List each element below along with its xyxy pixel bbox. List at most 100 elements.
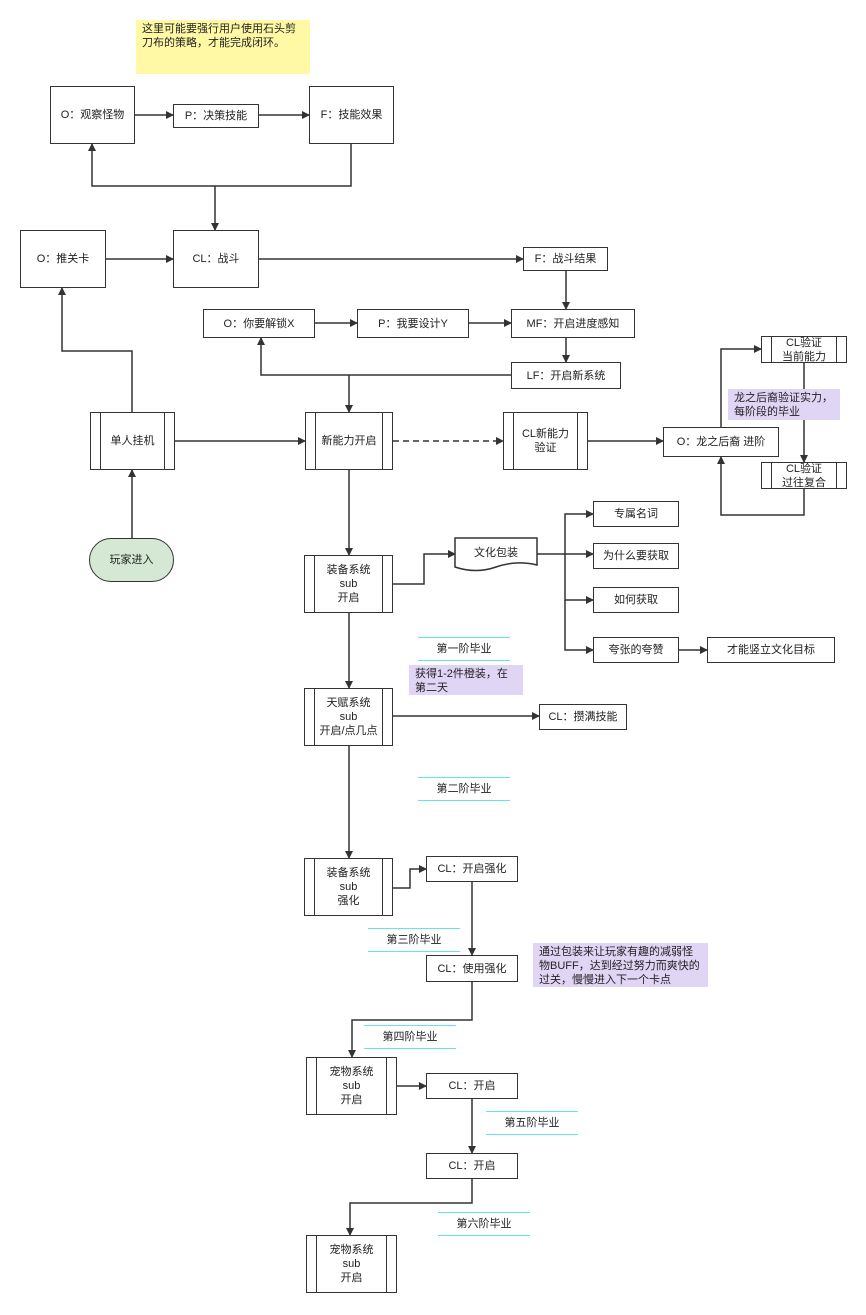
node-observe: O：观察怪物 [50, 86, 135, 144]
stage-label-3-label: 第三阶毕业 [386, 934, 442, 946]
node-verify-past-label: CL验证 过往复合 [782, 462, 826, 489]
stage-label-2-label: 第二阶毕业 [436, 783, 492, 795]
node-pet2-label: 宠物系统 sub 开启 [329, 1244, 374, 1284]
node-battle-label: CL：战斗 [192, 253, 240, 265]
node-equip2-label: 装备系统 sub 强化 [326, 867, 371, 907]
stage-label-4-label: 第四阶毕业 [382, 1031, 438, 1043]
note-dragon-label: 龙之后裔验证实力， 每阶段的毕业 [734, 392, 833, 418]
node-open2-label: CL：开启 [448, 1160, 496, 1172]
node-result: F：战斗结果 [523, 247, 608, 271]
node-result-label: F：战斗结果 [534, 253, 597, 265]
node-dragon: O：龙之后裔 进阶 [663, 427, 779, 457]
node-talent-label: 天赋系统 sub 开启/点几点 [319, 697, 378, 737]
node-push: O：推关卡 [20, 230, 106, 288]
stage-label-5: 第五阶毕业 [486, 1111, 578, 1135]
node-idle: 单人挂机 [90, 412, 175, 470]
stage-label-1: 第一阶毕业 [418, 637, 510, 661]
stage-label-5-label: 第五阶毕业 [504, 1117, 560, 1129]
node-open1-label: CL：开启 [448, 1080, 496, 1092]
node-use-label: CL：使用强化 [437, 962, 507, 975]
connector-arrow [393, 865, 427, 889]
note-buff-label: 通过包装来让玩家有趣的减弱怪 物BUFF，达到经过努力而爽快的 过关，慢慢进入下… [539, 946, 700, 986]
node-pet1: 宠物系统 sub 开启 [306, 1057, 397, 1115]
node-how-label: 如何获取 [614, 594, 658, 606]
note-rps: 这里可能要强行用户使用石头剪 刀布的策略，才能完成闭环。 [136, 20, 310, 74]
note-orange-label: 获得1-2件橙装，在 第二天 [415, 668, 508, 694]
node-design: P：我要设计Y [357, 309, 469, 338]
node-skill: CL：攒满技能 [539, 704, 627, 730]
stage-label-3: 第三阶毕业 [368, 928, 460, 952]
connector-arrow [564, 554, 594, 604]
node-decide-label: P：决策技能 [184, 110, 248, 122]
connector-arrow [717, 456, 805, 516]
node-decide: P：决策技能 [173, 104, 259, 128]
connector-arrow [393, 550, 456, 585]
node-open1: CL：开启 [426, 1073, 518, 1099]
node-how: 如何获取 [593, 587, 679, 613]
connector-arrow [88, 143, 352, 187]
node-enter-label: 玩家进入 [109, 554, 154, 566]
node-equip-label: 装备系统 sub 开启 [326, 564, 371, 604]
node-equip2: 装备系统 sub 强化 [304, 858, 393, 916]
node-verify-label: CL新能力 验证 [521, 428, 570, 454]
node-newsys: LF：开启新系统 [511, 362, 621, 389]
node-progress: MF：开启进度感知 [511, 309, 635, 338]
node-talent: 天赋系统 sub 开启/点几点 [304, 688, 393, 746]
connector-arrow [564, 600, 594, 654]
connector-arrow [346, 1179, 473, 1236]
node-idle-label: 单人挂机 [110, 435, 155, 447]
stage-label-1-label: 第一阶毕业 [436, 643, 492, 655]
node-equip: 装备系统 sub 开启 [304, 555, 393, 613]
note-rps-label: 这里可能要强行用户使用石头剪 刀布的策略，才能完成闭环。 [142, 23, 296, 49]
culture-document-shape [454, 537, 538, 572]
connector-arrow [537, 510, 594, 555]
node-enter: 玩家进入 [89, 538, 174, 582]
node-verify-now: CL验证 当前能力 [761, 336, 847, 363]
node-open2: CL：开启 [426, 1153, 518, 1179]
node-pet1-label: 宠物系统 sub 开启 [329, 1066, 374, 1106]
node-ability: 新能力开启 [305, 412, 393, 470]
node-ability-label: 新能力开启 [321, 435, 377, 447]
node-design-label: P：我要设计Y [378, 317, 448, 330]
node-culture-label: 文化包装 [474, 545, 518, 559]
node-praise: 夸张的夸赞 [593, 637, 679, 663]
connector-arrow [348, 982, 473, 1058]
connector-arrow [720, 345, 762, 427]
node-unlock-label: O：你要解锁X [223, 317, 295, 330]
node-term: 专属名词 [593, 501, 679, 527]
node-verify: CL新能力 验证 [503, 412, 588, 470]
node-dragon-label: O：龙之后裔 进阶 [676, 436, 766, 448]
node-push-label: O：推关卡 [36, 253, 90, 265]
node-effect: F：技能效果 [309, 86, 394, 144]
node-why-label: 为什么要获取 [603, 550, 669, 562]
node-newsys-label: LF：开启新系统 [526, 369, 606, 382]
stage-label-6: 第六阶毕业 [438, 1212, 530, 1236]
node-goal-label: 才能竖立文化目标 [727, 644, 815, 656]
node-goal: 才能竖立文化目标 [707, 637, 835, 663]
note-orange: 获得1-2件橙装，在 第二天 [409, 665, 523, 695]
node-use: CL：使用强化 [426, 955, 518, 982]
stage-label-6-label: 第六阶毕业 [456, 1218, 512, 1230]
node-effect-label: F：技能效果 [320, 109, 383, 121]
node-observe-label: O：观察怪物 [60, 109, 125, 121]
node-skill-label: CL：攒满技能 [548, 711, 618, 723]
note-buff: 通过包装来让玩家有趣的减弱怪 物BUFF，达到经过努力而爽快的 过关，慢慢进入下… [533, 943, 708, 987]
node-progress-label: MF：开启进度感知 [526, 317, 620, 330]
node-enhance: CL：开启强化 [426, 856, 518, 882]
node-enhance-label: CL：开启强化 [437, 863, 507, 875]
node-unlock: O：你要解锁X [203, 309, 315, 338]
stage-label-4: 第四阶毕业 [364, 1025, 456, 1049]
connector-arrow [58, 287, 133, 412]
connector-arrow [257, 337, 511, 376]
node-battle: CL：战斗 [173, 230, 259, 288]
node-verify-past: CL验证 过往复合 [761, 462, 847, 489]
node-praise-label: 夸张的夸赞 [608, 644, 664, 656]
note-dragon: 龙之后裔验证实力， 每阶段的毕业 [728, 389, 840, 420]
node-pet2: 宠物系统 sub 开启 [306, 1235, 397, 1293]
node-term-label: 专属名词 [614, 508, 658, 520]
stage-label-2: 第二阶毕业 [418, 777, 510, 801]
node-why: 为什么要获取 [593, 543, 679, 569]
node-verify-now-label: CL验证 当前能力 [782, 336, 826, 363]
